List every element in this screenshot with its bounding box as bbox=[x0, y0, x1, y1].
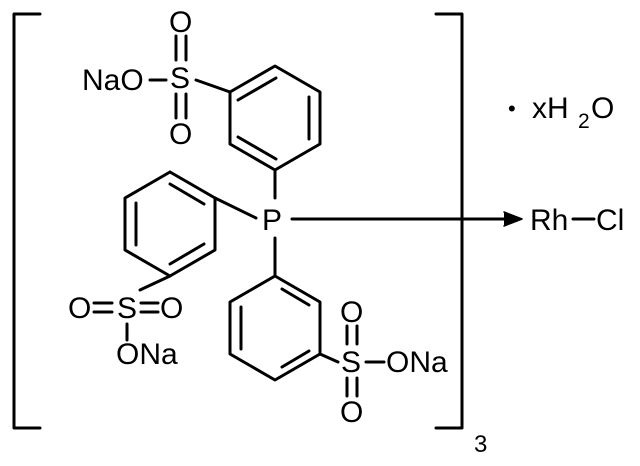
hydrate-subscript: 2 bbox=[578, 110, 590, 133]
oxygen-right-down: O bbox=[340, 396, 363, 429]
right-bracket bbox=[434, 12, 464, 430]
hydrate-oxygen: O bbox=[591, 92, 614, 125]
oxygen-top-up: O bbox=[169, 6, 192, 39]
top-aryl-ring bbox=[228, 64, 322, 172]
ona-left: ONa bbox=[116, 338, 178, 371]
sulfur-right: S bbox=[341, 346, 361, 379]
oxygen-top-down: O bbox=[169, 118, 192, 151]
phosphorus: P bbox=[262, 204, 282, 237]
bond-left-ring-p bbox=[213, 196, 258, 220]
sulfur-top: S bbox=[170, 62, 190, 95]
rhodium: Rh bbox=[530, 204, 568, 237]
hydrate-dot: • bbox=[508, 96, 516, 121]
bond-left-ring-s bbox=[138, 274, 172, 292]
bond-bottom-ring-s bbox=[318, 352, 340, 364]
left-aryl-ring bbox=[123, 170, 217, 278]
oxygen-left-left: O bbox=[68, 292, 91, 325]
oxygen-left-right: O bbox=[160, 292, 183, 325]
nao-top: NaO bbox=[82, 64, 144, 97]
left-bracket bbox=[12, 12, 42, 430]
hydrate-xh: xH bbox=[532, 92, 569, 125]
arrow-head bbox=[503, 211, 523, 227]
sulfur-left: S bbox=[117, 292, 137, 325]
chlorine: Cl bbox=[596, 204, 624, 237]
bracket-subscript: 3 bbox=[474, 431, 487, 458]
oxygen-right-up: O bbox=[340, 296, 363, 329]
bond-top-ring-s bbox=[194, 78, 232, 94]
ona-right: ONa bbox=[386, 346, 448, 379]
bottom-aryl-ring bbox=[228, 274, 322, 382]
